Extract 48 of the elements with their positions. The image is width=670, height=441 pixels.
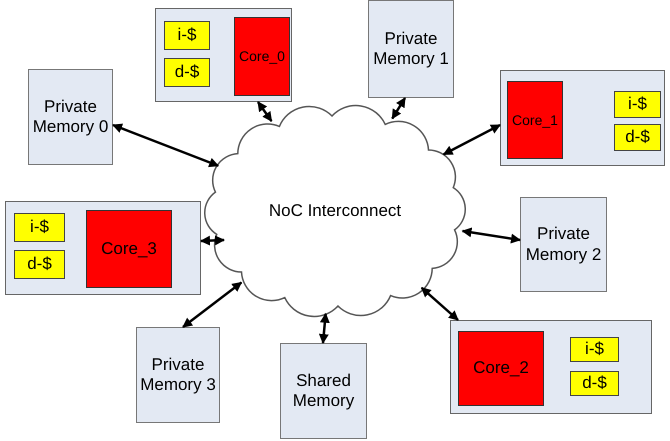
- core-panel: [5, 201, 201, 295]
- node-label: d-$: [582, 373, 607, 394]
- core-panel: [500, 70, 665, 166]
- memory-box: [136, 327, 220, 423]
- arrow: [420, 286, 459, 321]
- memory-box: [28, 69, 113, 165]
- cache-box: [614, 124, 661, 151]
- cache-box: [164, 58, 210, 87]
- arrow: [200, 235, 225, 246]
- arrow: [462, 227, 521, 244]
- core-box: [507, 81, 563, 159]
- cache-box: [14, 250, 65, 279]
- node-label: Private Memory 2: [524, 224, 602, 265]
- node-label: d-$: [174, 62, 200, 83]
- node-label: i-$: [585, 339, 604, 360]
- core-panel: [155, 8, 292, 102]
- cache-box: [614, 91, 661, 118]
- arrow: [318, 312, 330, 344]
- cache-box: [570, 337, 619, 362]
- node-label: Private Memory 1: [372, 28, 450, 70]
- core-box: [458, 331, 544, 406]
- cache-box: [14, 213, 65, 242]
- cache-box: [164, 21, 210, 50]
- core-box: [86, 210, 172, 288]
- memory-box: [368, 0, 454, 98]
- core-box: [234, 17, 290, 96]
- node-label: Private Memory 0: [32, 96, 110, 138]
- node-label: d-$: [625, 127, 650, 148]
- node-label: d-$: [27, 254, 52, 275]
- node-label: Core_2: [473, 358, 529, 379]
- memory-box: [280, 343, 367, 439]
- node-label: Core_3: [101, 238, 157, 260]
- core-panel: [450, 320, 652, 414]
- arrow: [256, 101, 273, 122]
- node-label: Private Memory 3: [139, 354, 217, 396]
- node-label: i-$: [178, 25, 196, 46]
- arrow: [182, 281, 242, 328]
- cache-box: [570, 371, 619, 396]
- node-label: i-$: [30, 217, 49, 238]
- node-label: Core_0: [239, 48, 285, 65]
- arrow: [442, 124, 501, 156]
- node-label: Core_1: [512, 112, 558, 128]
- node-label: NoC Interconnect: [268, 200, 402, 222]
- memory-box: [520, 197, 607, 292]
- node-label: Shared Memory: [292, 370, 356, 412]
- arrow: [391, 97, 406, 120]
- arrow: [112, 124, 220, 168]
- node-label: i-$: [628, 94, 647, 115]
